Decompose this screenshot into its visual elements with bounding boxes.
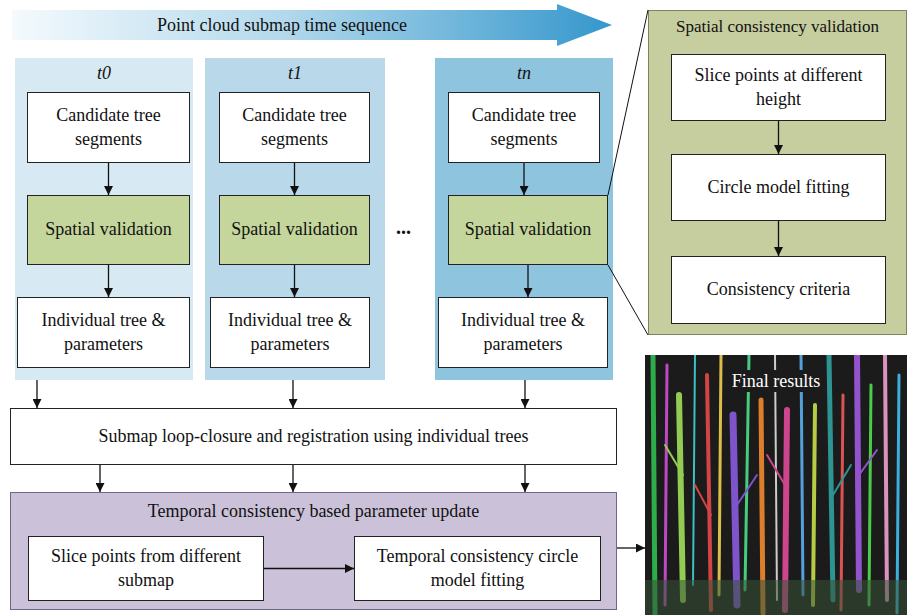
connector-arrow xyxy=(617,547,645,548)
forest-point-cloud-image xyxy=(645,355,907,615)
callout-line xyxy=(608,10,648,195)
submap-column: t1Candidate tree segmentsSpatial validat… xyxy=(205,58,385,380)
box-text: Slice points at different height xyxy=(680,64,877,111)
submap-column: t0Candidate tree segmentsSpatial validat… xyxy=(15,58,193,380)
process-box: Spatial validation xyxy=(219,195,370,265)
process-box: Spatial validation xyxy=(448,195,608,265)
heading-text: Point cloud submap time sequence xyxy=(12,10,552,40)
box-text: Spatial validation xyxy=(231,218,357,241)
connector-arrow xyxy=(36,380,37,408)
box-text: Individual tree & parameters xyxy=(447,309,599,356)
process-box: Slice points at different height xyxy=(671,54,886,121)
detail-panel: Spatial consistency validationSlice poin… xyxy=(648,10,907,335)
box-text: Circle model fitting xyxy=(708,176,850,199)
heading-text: Spatial consistency validation xyxy=(649,17,906,37)
process-box: Submap loop-closure and registration usi… xyxy=(10,408,617,465)
box-text: Slice points from different submap xyxy=(37,545,255,592)
process-box: Consistency criteria xyxy=(671,256,886,324)
callout-line xyxy=(608,265,648,335)
update-panel: Temporal consistency based parameter upd… xyxy=(10,492,617,610)
submap-column: tnCandidate tree segmentsSpatial validat… xyxy=(435,58,613,380)
process-box: Spatial validation xyxy=(27,195,190,265)
box-text: Consistency criteria xyxy=(707,278,850,301)
timeline-arrow: Point cloud submap time sequence xyxy=(12,4,612,46)
connector-arrow xyxy=(524,465,525,492)
process-box: Candidate tree segments xyxy=(219,92,370,163)
process-box: Temporal consistency circle model fittin… xyxy=(354,536,601,601)
box-text: Submap loop-closure and registration usi… xyxy=(99,425,529,448)
process-box: Individual tree & parameters xyxy=(438,297,608,368)
ellipsis-label: ... xyxy=(396,216,411,239)
box-text: Spatial validation xyxy=(465,218,591,241)
heading-text: t0 xyxy=(15,63,193,84)
process-box: Individual tree & parameters xyxy=(17,297,190,368)
box-text: Temporal consistency circle model fittin… xyxy=(363,545,592,592)
box-text: Individual tree & parameters xyxy=(219,309,361,356)
connector-arrow xyxy=(292,465,293,492)
box-text: Candidate tree segments xyxy=(36,104,181,151)
process-box: Candidate tree segments xyxy=(27,92,190,163)
heading-text: Final results xyxy=(645,371,907,392)
box-text: Individual tree & parameters xyxy=(26,309,181,356)
heading-text: t1 xyxy=(205,63,385,84)
process-box: Circle model fitting xyxy=(671,154,886,221)
box-text: Candidate tree segments xyxy=(228,104,361,151)
heading-text: Temporal consistency based parameter upd… xyxy=(11,501,616,522)
process-box: Individual tree & parameters xyxy=(210,297,370,368)
connector-arrow xyxy=(292,380,293,408)
process-box: Candidate tree segments xyxy=(448,92,600,163)
process-box: Slice points from different submap xyxy=(28,536,264,601)
box-text: Spatial validation xyxy=(45,218,171,241)
connector-arrow xyxy=(99,465,100,492)
connector-arrow xyxy=(524,380,525,408)
result-image: Final results xyxy=(645,355,907,615)
box-text: Candidate tree segments xyxy=(457,104,591,151)
heading-text: tn xyxy=(435,63,613,84)
